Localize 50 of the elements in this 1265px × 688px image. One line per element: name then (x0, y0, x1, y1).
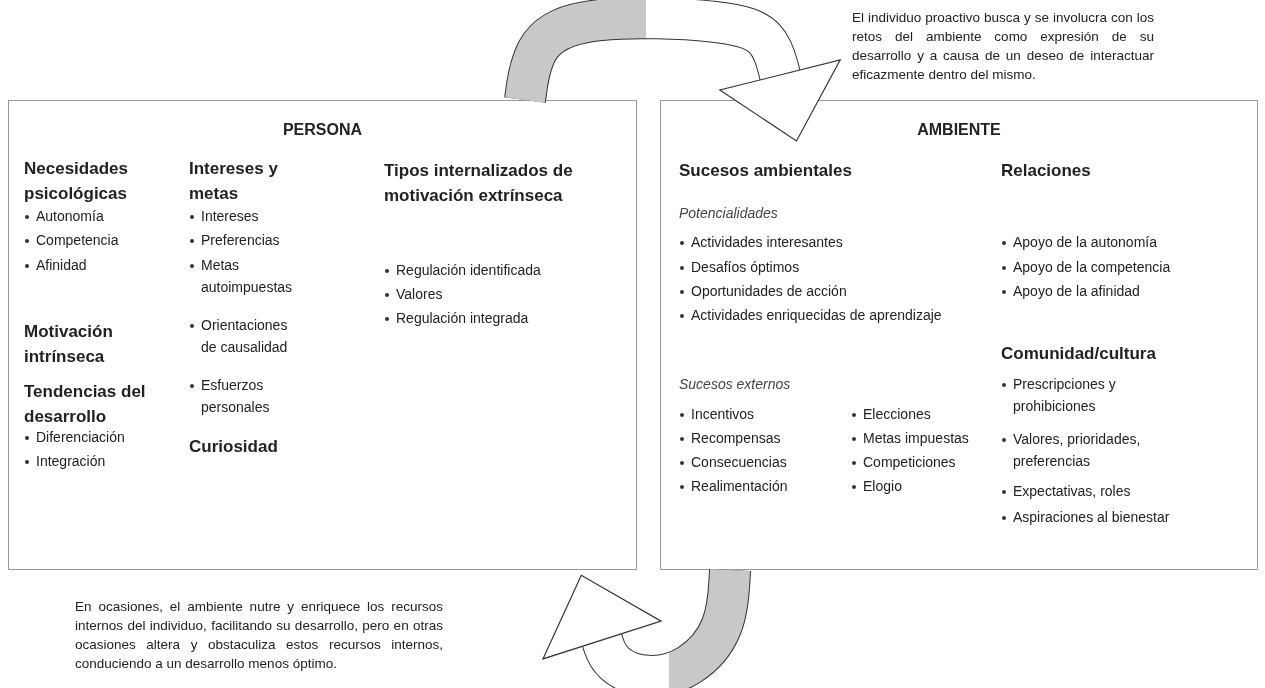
list-item: Metas impuestas (851, 427, 991, 449)
section-heading: Sucesos ambientales (679, 160, 853, 182)
note-text: El individuo proactivo busca y se involucra con los retos del ambiente como expresión de su desarrollo y a causa de un deseo de interactuar eficazmente dentro del mismo. (852, 9, 1154, 84)
content-panel (8, 100, 637, 570)
list-item: Actividades enriquecidas de aprendizaje (679, 304, 979, 326)
list-item: Elecciones (851, 403, 991, 425)
section-heading: Tipos internalizados de motivación extrínseca (384, 160, 574, 207)
list-item: Intereses (189, 205, 314, 227)
list-item: Autonomía (24, 205, 164, 227)
list-item: Desafíos óptimos (679, 256, 979, 278)
note-text: En ocasiones, el ambiente nutre y enriquece los recursos internos del individuo, facilitando su desarrollo, pero en otras ocasiones altera y obstaculiza estos recursos internos, conduciendo a un desarrollo menos óptimo. (75, 598, 443, 673)
list-item: Expectativas, roles (1001, 480, 1251, 502)
list-item: Oportunidades de acción (679, 280, 979, 302)
list-item: Regulación identificada (384, 259, 614, 281)
box-title: AMBIENTE (916, 120, 1002, 140)
list-item: Diferenciación (24, 426, 174, 448)
list-item: Integración (24, 450, 174, 472)
list-item: Esfuerzos personales (189, 374, 304, 418)
list-item: Prescripciones y prohibiciones (1001, 373, 1119, 417)
list-item: Competencia (24, 229, 164, 251)
section-heading: Relaciones (1001, 160, 1092, 182)
curved-block-arrow (505, 0, 841, 142)
list-item: Valores (384, 283, 614, 305)
section-heading: Curiosidad (189, 436, 279, 458)
list-item: Regulación integrada (384, 307, 614, 329)
list-item: Incentivos (679, 403, 839, 425)
list-item: Valores, prioridades, preferencias (1001, 428, 1181, 472)
section-heading: Tendencias del desarrollo (24, 381, 147, 428)
list-item: Consecuencias (679, 451, 839, 473)
box-title: PERSONA (281, 120, 364, 140)
list-item: Apoyo de la afinidad (1001, 280, 1251, 302)
list-item: Apoyo de la competencia (1001, 256, 1251, 278)
list-item: Elogio (851, 475, 991, 497)
list-item: Realimentación (679, 475, 839, 497)
list-item: Afinidad (24, 254, 164, 276)
section-heading: Intereses y metas (189, 158, 279, 205)
list-item: Recompensas (679, 427, 839, 449)
subheading: Sucesos externos (679, 375, 792, 394)
section-heading: Necesidades psicológicas (24, 158, 129, 205)
section-heading: Motivación intrínseca (24, 321, 114, 368)
list-item: Orientaciones de causalidad (189, 314, 304, 358)
list-item: Metas autoimpuestas (189, 254, 304, 298)
section-heading: Comunidad/cultura (1001, 343, 1157, 365)
list-item: Actividades interesantes (679, 231, 979, 253)
list-item: Aspiraciones al bienestar (1001, 506, 1251, 528)
list-item: Preferencias (189, 229, 314, 251)
subheading: Potencialidades (679, 204, 779, 223)
content-panel (660, 100, 1258, 570)
list-item: Competiciones (851, 451, 991, 473)
list-item: Apoyo de la autonomía (1001, 231, 1251, 253)
